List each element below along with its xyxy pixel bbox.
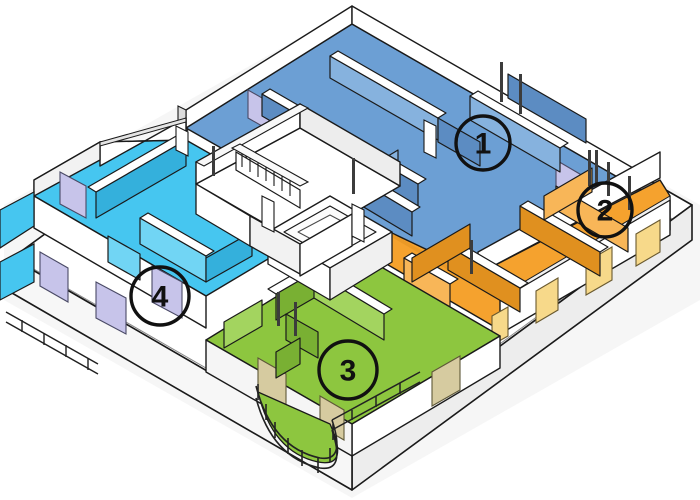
marker-circle-4[interactable]: [129, 265, 191, 327]
marker-circle-1[interactable]: [454, 114, 512, 172]
glass-panel-yellow: [535, 277, 559, 324]
side-railing: [5, 311, 99, 375]
door-jamb: [470, 240, 473, 274]
balcony-railing: [255, 384, 338, 473]
door-jamb: [500, 62, 503, 102]
door-jamb: [628, 176, 631, 210]
door-jamb: [607, 162, 610, 196]
glass-panel-lavender: [39, 251, 69, 303]
glass-panel-lavender: [95, 281, 127, 335]
marker-circle-2[interactable]: [576, 181, 634, 239]
door-jamb: [519, 74, 522, 114]
central-core: [194, 103, 401, 301]
unit-green-3: [205, 244, 501, 473]
door-jamb: [277, 292, 280, 326]
wall-details: [175, 119, 437, 243]
marker-circle-3[interactable]: [317, 339, 379, 401]
curved-balcony: [255, 371, 421, 473]
glass-panel-lavender: [151, 265, 183, 319]
glass-panel-yellow: [635, 219, 661, 267]
glass-panel-lavender: [59, 171, 87, 219]
door-jamb: [212, 146, 215, 176]
door-jamb: [352, 158, 355, 194]
staircase: [230, 143, 310, 210]
glass-panel-tan: [431, 355, 461, 407]
door-jamb: [595, 150, 598, 186]
door-jamb: [588, 150, 591, 186]
door-jamb: [294, 302, 297, 336]
unit-cyan-4: [0, 117, 331, 375]
